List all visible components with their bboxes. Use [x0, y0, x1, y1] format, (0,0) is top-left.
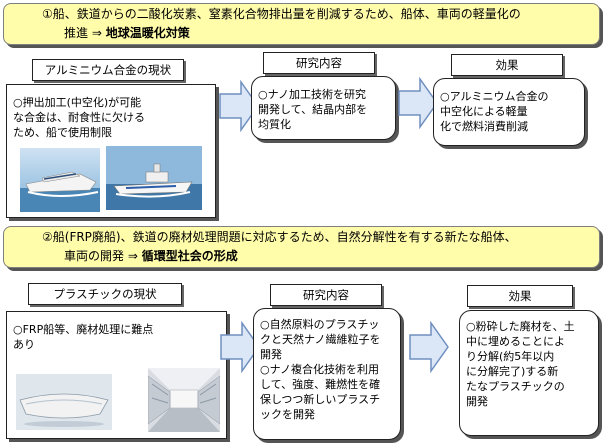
headline-1-line1: ①船、鉄道からの二酸化炭素、窒素化合物排出量を削減するため、船体、車両の軽量化の: [42, 7, 521, 21]
headline-2-goal: 循環型社会の形成: [141, 249, 238, 263]
research-box-1: ○ナノ加工技術を研究 開発して、結晶内部を 均質化: [251, 76, 396, 140]
effect-box-1: ○アルミニウム合金の 中空化による軽量 化で燃料消費削減: [433, 78, 585, 146]
effect-box-2: ○粉砕した廃材を、土 中に埋めることによ り分解(約5年以内 に分解完了)する新…: [459, 310, 599, 436]
frp-boat-photo: [16, 374, 112, 430]
research-text-1: ○ナノ加工技術を研究 開発して、結晶内部を 均質化: [258, 88, 368, 131]
headline-2-prefix: 車両の開発 ⇒: [64, 249, 142, 263]
research-title-2: 研究内容: [270, 284, 382, 306]
headline-1-prefix: 推進 ⇒: [64, 26, 106, 40]
patrol-vessel-photo: [106, 146, 202, 210]
research-box-2: ○自然原料のプラスチッ クと天然ナノ繊維粒子を 開発 ○ナノ複合化技術を利用 し…: [253, 308, 401, 440]
effect-text-2: ○粉砕した廃材を、土 中に埋めることによ り分解(約5年以内 に分解完了)する新…: [466, 320, 575, 408]
headline-1-goal: 地球温暖化対策: [105, 26, 190, 40]
headline-band-2: ②船(FRP廃船)、鉄道の廃材処理問題に対応するため、自然分解性を有する新たな船…: [3, 226, 600, 268]
plastic-status-text: ○FRP船等、廃材処理に難点 あり: [13, 323, 154, 351]
arrow-status-to-research-1: [219, 80, 259, 132]
aluminum-status-text: ○押出加工(中空化)が可能 な合金は、耐食性に欠ける ため、船で使用制限: [13, 96, 145, 139]
research-title-1: 研究内容: [263, 52, 375, 74]
high-speed-ferry-photo: [20, 148, 100, 212]
effect-title-1: 効果: [451, 54, 563, 76]
arrow-research-to-effect-2: [409, 321, 449, 373]
headline-2-line1: ②船(FRP廃船)、鉄道の廃材処理問題に対応するため、自然分解性を有する新たな船…: [42, 230, 517, 244]
plastic-status-title: プラスチックの現状: [28, 283, 182, 305]
arrow-research-to-effect-1: [398, 77, 438, 129]
train-interior-photo: [148, 368, 220, 432]
aluminum-status-title: アルミニウム合金の現状: [32, 59, 184, 81]
arrow-status-to-research-2: [220, 321, 260, 373]
effect-text-1: ○アルミニウム合金の 中空化による軽量 化で燃料消費削減: [440, 90, 549, 133]
headline-band-1: ①船、鉄道からの二酸化炭素、窒素化合物排出量を削減するため、船体、車両の軽量化の…: [3, 3, 600, 45]
effect-title-2: 効果: [467, 285, 573, 307]
research-text-2: ○自然原料のプラスチッ クと天然ナノ繊維粒子を 開発 ○ナノ複合化技術を利用 し…: [260, 318, 381, 421]
